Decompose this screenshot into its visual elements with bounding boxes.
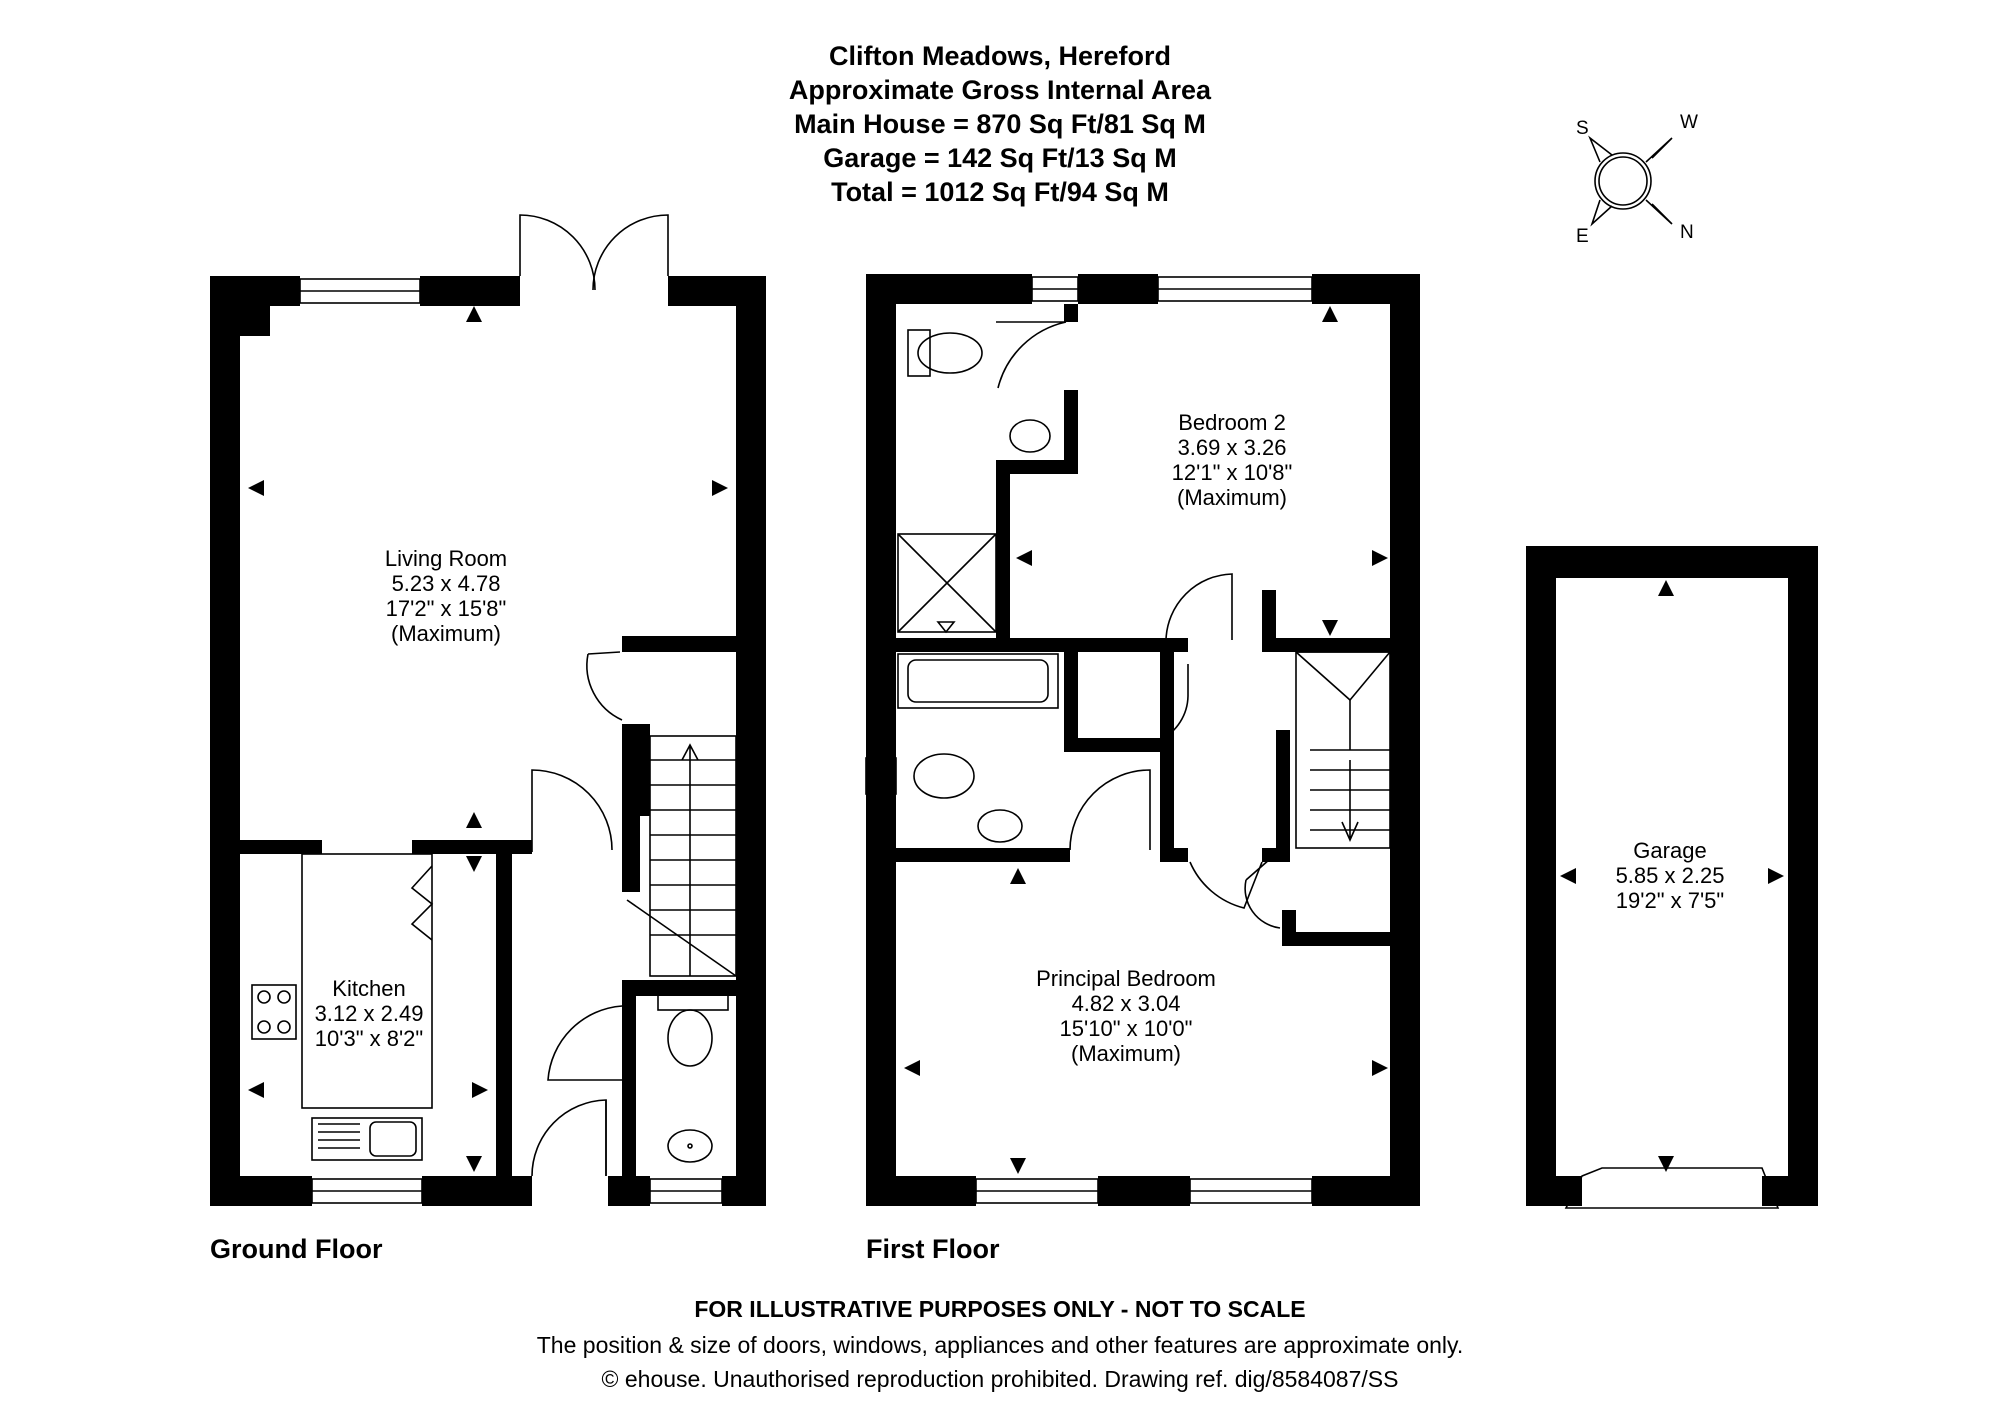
ground-floor-label: Ground Floor: [210, 1234, 383, 1264]
compass-north-label: N: [1680, 222, 1694, 243]
ground-floor-plan: [210, 276, 766, 1206]
room-metric-size: 3.69 x 3.26: [1177, 435, 1287, 460]
first-floor-fixtures: [865, 276, 1391, 1204]
room-note: (Maximum): [1177, 485, 1287, 510]
first-floor-label: First Floor: [866, 1234, 1000, 1264]
room-note: (Maximum): [1071, 1041, 1181, 1066]
room-imperial-size: 15'10" x 10'0": [1059, 1016, 1193, 1041]
room-imperial-size: 17'2" x 15'8": [385, 596, 507, 621]
room-name: Bedroom 2: [1178, 410, 1286, 435]
main-house-area: Main House = 870 Sq Ft/81 Sq M: [794, 109, 1206, 139]
measurement-arrows: [248, 306, 1784, 1174]
compass-south-label: S: [1576, 118, 1589, 139]
room-imperial-size: 10'3" x 8'2": [314, 1026, 424, 1051]
copyright-note: © ehouse. Unauthorised reproduction proh…: [601, 1366, 1399, 1392]
room-label-living-room: Living Room 5.23 x 4.78 17'2" x 15'8" (M…: [385, 546, 507, 646]
garage-door: [1564, 1167, 1780, 1209]
room-name: Garage: [1633, 838, 1707, 863]
garage-area: Garage = 142 Sq Ft/13 Sq M: [823, 143, 1177, 173]
room-label-garage: Garage 5.85 x 2.25 19'2" x 7'5": [1616, 838, 1725, 913]
compass-east-label: E: [1576, 226, 1589, 247]
room-label-bedroom-2: Bedroom 2 3.69 x 3.26 12'1" x 10'8" (Max…: [1172, 410, 1293, 510]
room-metric-size: 5.85 x 2.25: [1615, 863, 1725, 888]
compass-west-label: W: [1680, 112, 1698, 133]
room-note: (Maximum): [391, 621, 501, 646]
total-area: Total = 1012 Sq Ft/94 Sq M: [831, 177, 1169, 207]
room-imperial-size: 12'1" x 10'8": [1171, 460, 1293, 485]
room-metric-size: 5.23 x 4.78: [391, 571, 501, 596]
disclaimer-heading: FOR ILLUSTRATIVE PURPOSES ONLY - NOT TO …: [694, 1296, 1306, 1322]
room-name: Principal Bedroom: [1036, 966, 1216, 991]
room-metric-size: 4.82 x 3.04: [1071, 991, 1181, 1016]
first-floor-plan: [866, 274, 1420, 1206]
room-label-kitchen: Kitchen 3.12 x 2.49 10'3" x 8'2": [315, 976, 424, 1051]
room-metric-size: 3.12 x 2.49: [314, 1001, 424, 1026]
ground-floor-fixtures: [251, 214, 737, 1204]
compass-rose-icon: [1588, 135, 1673, 227]
property-location: Clifton Meadows, Hereford: [828, 41, 1172, 71]
room-name: Living Room: [384, 546, 508, 571]
room-label-principal-bedroom: Principal Bedroom 4.82 x 3.04 15'10" x 1…: [1036, 966, 1216, 1066]
garage-plan: [1526, 546, 1818, 1206]
room-name: Kitchen: [332, 976, 406, 1001]
disclaimer-note: The position & size of doors, windows, a…: [536, 1332, 1464, 1358]
room-imperial-size: 19'2" x 7'5": [1615, 888, 1725, 913]
area-title: Approximate Gross Internal Area: [788, 75, 1212, 105]
